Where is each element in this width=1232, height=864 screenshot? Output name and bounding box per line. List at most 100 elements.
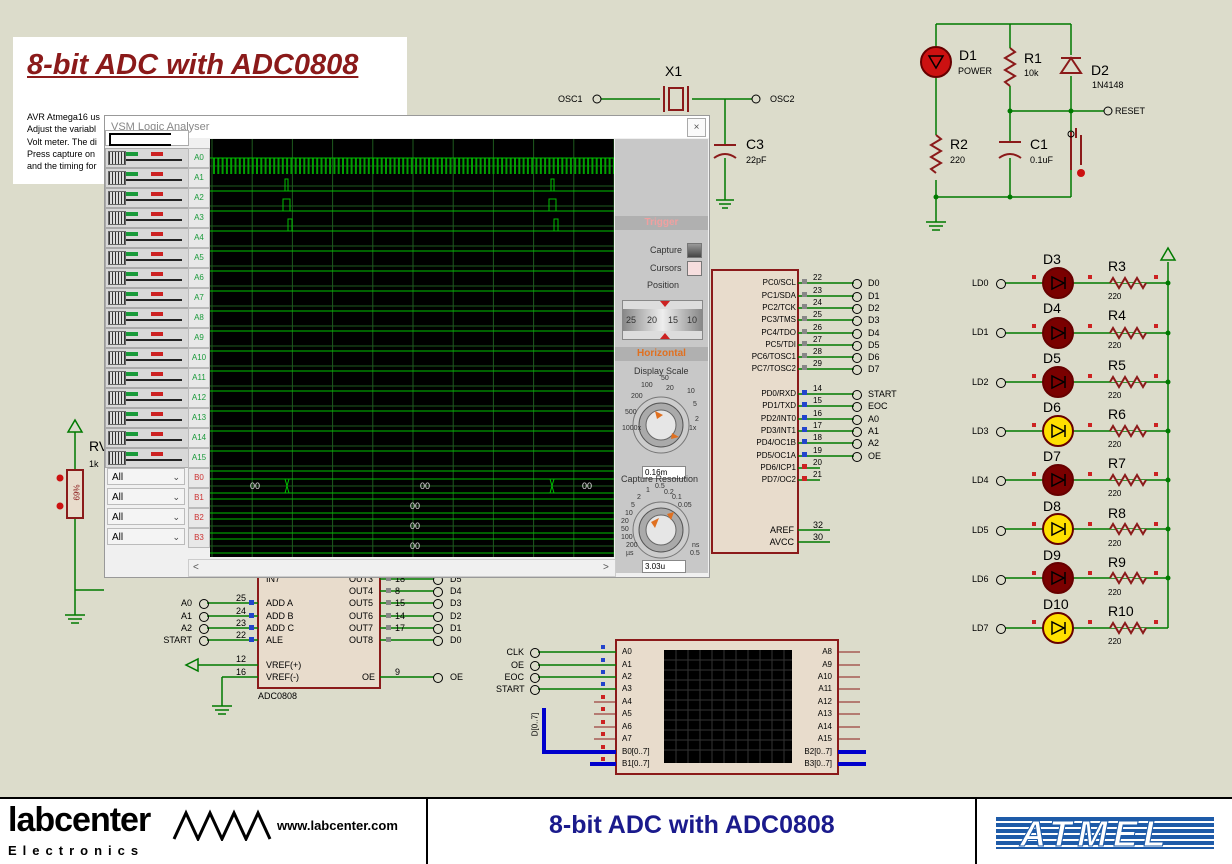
trigger-level-high-icon[interactable] (126, 212, 138, 216)
c3-ref[interactable]: C3 (746, 136, 764, 152)
net-terminal[interactable] (852, 341, 862, 351)
trigger-level-low-icon[interactable] (151, 352, 163, 356)
net-terminal[interactable] (852, 365, 862, 375)
d1-ref[interactable]: D1 (959, 47, 977, 63)
net-terminal[interactable] (852, 402, 862, 412)
r2-ref[interactable]: R2 (950, 136, 968, 152)
trigger-level-low-icon[interactable] (151, 392, 163, 396)
position-slider[interactable]: 25 20 15 10 (622, 300, 703, 340)
channel-trigger-control[interactable] (105, 368, 189, 388)
resistor-ref[interactable]: R3 (1108, 258, 1126, 274)
net-terminal[interactable] (852, 415, 862, 425)
channel-trigger-control[interactable] (105, 288, 189, 308)
crystal-ref[interactable]: X1 (665, 63, 683, 79)
channel-trigger-control[interactable] (105, 348, 189, 368)
trigger-level-low-icon[interactable] (151, 412, 163, 416)
resistor-ref[interactable]: R8 (1108, 505, 1126, 521)
trigger-level-low-icon[interactable] (151, 372, 163, 376)
bus-filter-select[interactable]: All⌄ (107, 508, 185, 525)
pot-ref[interactable]: RV (89, 438, 109, 454)
trigger-level-low-icon[interactable] (151, 232, 163, 236)
led-ref[interactable]: D5 (1043, 350, 1061, 366)
net-terminal[interactable] (433, 636, 443, 646)
channel-trigger-control[interactable] (105, 228, 189, 248)
net-terminal[interactable] (530, 673, 540, 683)
trigger-level-high-icon[interactable] (126, 412, 138, 416)
net-terminal[interactable] (433, 624, 443, 634)
display-scale-knob[interactable] (617, 377, 706, 473)
channel-trigger-control[interactable] (105, 448, 189, 468)
trigger-level-high-icon[interactable] (126, 372, 138, 376)
trigger-level-high-icon[interactable] (126, 332, 138, 336)
trigger-level-low-icon[interactable] (151, 272, 163, 276)
capture-resolution-knob[interactable] (617, 484, 706, 572)
net-terminal[interactable] (530, 685, 540, 695)
channel-trigger-control[interactable] (105, 268, 189, 288)
trigger-level-low-icon[interactable] (151, 432, 163, 436)
channel-trigger-control[interactable] (105, 208, 189, 228)
resistor-ref[interactable]: R6 (1108, 406, 1126, 422)
trigger-level-high-icon[interactable] (126, 192, 138, 196)
capture-button[interactable] (687, 243, 702, 258)
trigger-level-low-icon[interactable] (151, 172, 163, 176)
net-terminal[interactable] (996, 328, 1006, 338)
net-terminal[interactable] (852, 439, 862, 449)
channel-trigger-control[interactable] (105, 188, 189, 208)
trigger-level-high-icon[interactable] (126, 172, 138, 176)
resistor-ref[interactable]: R4 (1108, 307, 1126, 323)
net-terminal[interactable] (199, 612, 209, 622)
trigger-level-high-icon[interactable] (126, 312, 138, 316)
net-terminal[interactable] (996, 526, 1006, 536)
net-terminal[interactable] (996, 624, 1006, 634)
net-terminal[interactable] (433, 599, 443, 609)
r1-ref[interactable]: R1 (1024, 50, 1042, 66)
trigger-level-low-icon[interactable] (151, 292, 163, 296)
channel-trigger-control[interactable] (105, 428, 189, 448)
net-terminal[interactable] (199, 636, 209, 646)
net-terminal[interactable] (852, 452, 862, 462)
trigger-level-low-icon[interactable] (151, 252, 163, 256)
net-terminal[interactable] (852, 390, 862, 400)
net-terminal[interactable] (852, 427, 862, 437)
trigger-level-high-icon[interactable] (126, 152, 138, 156)
trigger-level-low-icon[interactable] (151, 192, 163, 196)
channel-trigger-control[interactable] (105, 148, 189, 168)
net-terminal[interactable] (530, 661, 540, 671)
resistor-ref[interactable]: R9 (1108, 554, 1126, 570)
net-terminal[interactable] (433, 587, 443, 597)
bus-filter-select[interactable]: All⌄ (107, 488, 185, 505)
led-ref[interactable]: D3 (1043, 251, 1061, 267)
led-ref[interactable]: D7 (1043, 448, 1061, 464)
channel-trigger-control[interactable] (105, 408, 189, 428)
window-titlebar[interactable]: VSM Logic Analyser × (105, 116, 709, 138)
trigger-level-high-icon[interactable] (126, 432, 138, 436)
net-terminal[interactable] (996, 476, 1006, 486)
net-terminal[interactable] (852, 353, 862, 363)
net-terminal[interactable] (996, 427, 1006, 437)
c1-ref[interactable]: C1 (1030, 136, 1048, 152)
channel-trigger-control[interactable] (105, 168, 189, 188)
net-terminal[interactable] (852, 316, 862, 326)
channel-trigger-control[interactable] (105, 308, 189, 328)
cursors-button[interactable] (687, 261, 702, 276)
trigger-level-high-icon[interactable] (126, 452, 138, 456)
bus-filter-select[interactable]: All⌄ (107, 468, 185, 485)
net-terminal[interactable] (433, 612, 443, 622)
led-ref[interactable]: D8 (1043, 498, 1061, 514)
led-ref[interactable]: D9 (1043, 547, 1061, 563)
close-button[interactable]: × (687, 118, 706, 137)
d2-ref[interactable]: D2 (1091, 62, 1109, 78)
net-terminal[interactable] (996, 575, 1006, 585)
channel-trigger-control[interactable] (105, 248, 189, 268)
net-terminal[interactable] (852, 279, 862, 289)
channel-trigger-control[interactable] (105, 388, 189, 408)
led-ref[interactable]: D6 (1043, 399, 1061, 415)
horizontal-scrollbar[interactable]: < > (188, 559, 616, 577)
trigger-level-high-icon[interactable] (126, 232, 138, 236)
resistor-ref[interactable]: R10 (1108, 603, 1134, 619)
trigger-level-low-icon[interactable] (151, 212, 163, 216)
trigger-level-high-icon[interactable] (126, 392, 138, 396)
trigger-level-high-icon[interactable] (126, 292, 138, 296)
